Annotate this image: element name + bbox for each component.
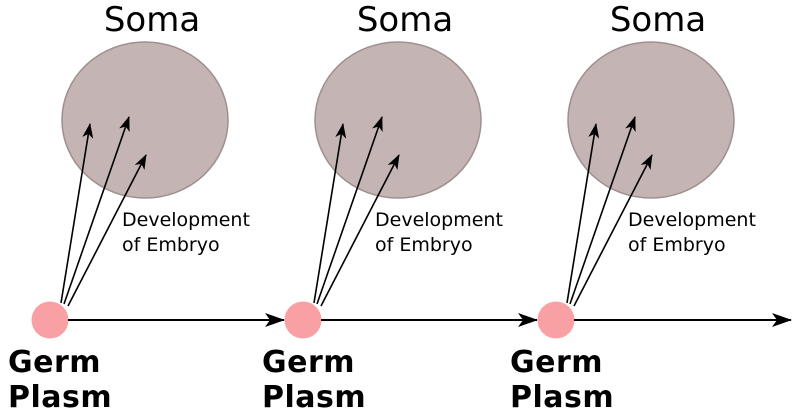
development-arrow-3 xyxy=(573,154,653,307)
soma-label: Soma xyxy=(609,0,707,40)
development-of-embryo-label: Development of Embryo xyxy=(122,209,250,256)
germ-plasm-circle xyxy=(31,301,69,339)
soma-circle xyxy=(61,41,229,199)
development-arrow-2 xyxy=(63,116,130,305)
development-arrow-2 xyxy=(569,116,636,305)
germ-plasm-label: Germ Plasm xyxy=(510,345,615,414)
development-arrow-2 xyxy=(316,116,383,305)
development-arrow-1 xyxy=(566,123,600,304)
generation-1 xyxy=(31,41,285,339)
development-of-embryo-label: Development of Embryo xyxy=(628,209,756,256)
development-arrow-3 xyxy=(320,154,400,307)
generation-2 xyxy=(284,41,538,339)
germ-plasm-label: Germ Plasm xyxy=(8,345,113,414)
germ-plasm-circle xyxy=(537,301,575,339)
generation-3 xyxy=(537,41,792,339)
development-of-embryo-label: Development of Embryo xyxy=(375,209,503,256)
development-arrow-3 xyxy=(67,154,147,307)
soma-label: Soma xyxy=(103,0,201,40)
soma-label: Soma xyxy=(356,0,454,40)
germ-plasm-circle xyxy=(284,301,322,339)
development-arrow-1 xyxy=(313,123,347,304)
soma-circle xyxy=(567,41,735,199)
soma-circle xyxy=(314,41,482,199)
development-arrow-1 xyxy=(60,123,94,304)
germ-plasm-label: Germ Plasm xyxy=(262,345,367,414)
